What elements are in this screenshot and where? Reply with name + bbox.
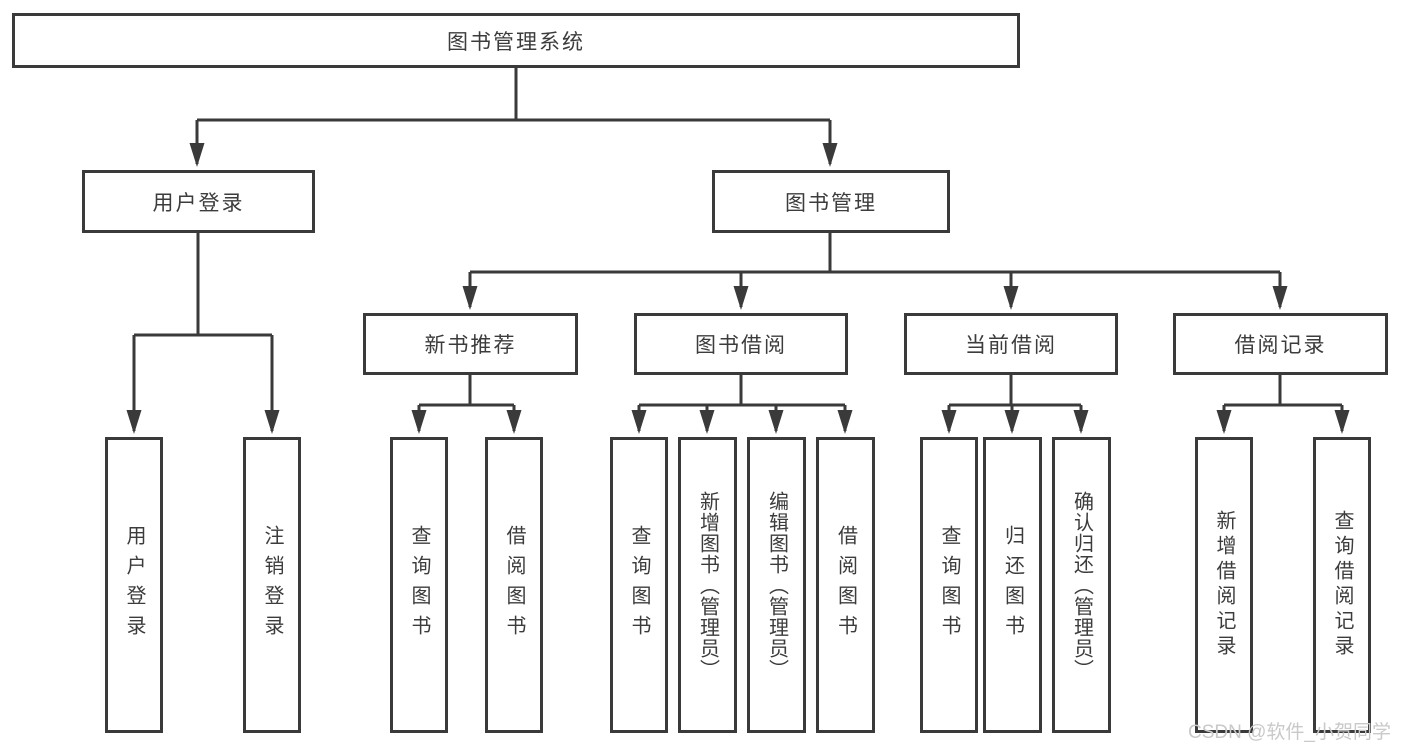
node-label: 新书推荐 [424,334,517,357]
leaf-borrow-books-2: 借阅图书 [816,437,875,733]
node-label: 借阅记录 [1234,334,1327,357]
leaf-label: 归还图书 [1001,525,1024,645]
node-borrow-records: 借阅记录 [1173,313,1388,375]
leaf-borrow-books-1: 借阅图书 [485,437,543,733]
leaf-label: 查询图书 [938,525,960,645]
leaf-label: 编辑图书（管理员） [765,490,788,680]
leaf-add-borrow-record: 新增借阅记录 [1195,437,1253,733]
leaf-query-books-3: 查询图书 [920,437,978,733]
node-new-book-recommend: 新书推荐 [363,313,578,375]
leaf-label: 查询图书 [408,525,430,645]
leaf-query-books-2: 查询图书 [610,437,668,733]
leaf-query-books-1: 查询图书 [390,437,448,733]
leaf-label: 借阅图书 [834,525,857,645]
leaf-label: 用户登录 [123,525,145,645]
leaf-query-borrow-record: 查询借阅记录 [1313,437,1371,733]
leaf-label: 借阅图书 [503,525,525,645]
node-book-management: 图书管理 [712,170,950,233]
leaf-return-book: 归还图书 [983,437,1042,733]
node-label: 图书借阅 [695,334,787,357]
node-root: 图书管理系统 [12,13,1020,68]
leaf-label: 查询图书 [628,525,650,645]
leaf-label: 确认归还（管理员） [1070,490,1093,680]
leaf-label: 新增图书（管理员） [696,490,719,680]
csdn-watermark: CSDN @软件_小贺同学 [1188,722,1391,743]
leaf-edit-book-admin: 编辑图书（管理员） [747,437,806,733]
leaf-add-book-admin: 新增图书（管理员） [678,437,737,733]
leaf-label: 查询借阅记录 [1331,510,1353,660]
node-label: 当前借阅 [965,334,1057,357]
leaf-label: 新增借阅记录 [1213,510,1235,660]
leaf-logout: 注销登录 [243,437,301,733]
leaf-user-login: 用户登录 [105,437,163,733]
node-label: 图书管理 [785,191,877,215]
node-current-borrow: 当前借阅 [904,313,1118,375]
node-label: 用户登录 [152,191,245,215]
node-user-login-branch: 用户登录 [82,170,315,233]
node-book-borrow: 图书借阅 [634,313,848,375]
leaf-label: 注销登录 [261,525,283,645]
node-root-label: 图书管理系统 [447,30,585,54]
leaf-confirm-return-admin: 确认归还（管理员） [1052,437,1111,733]
